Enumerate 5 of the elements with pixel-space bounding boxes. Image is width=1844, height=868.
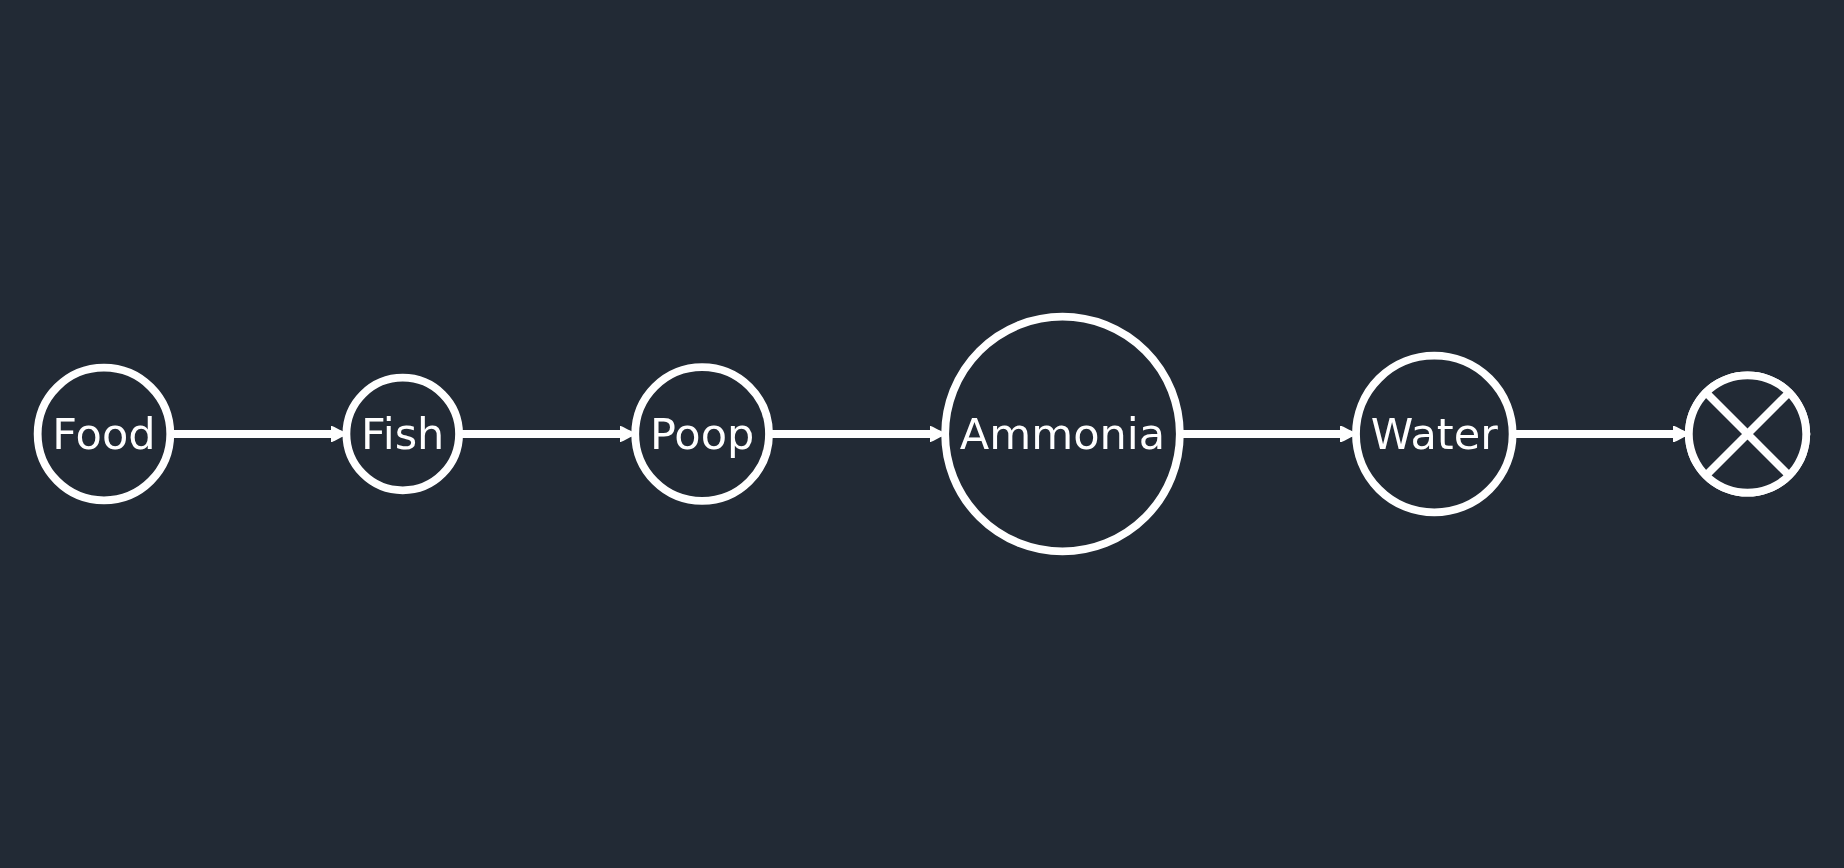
node-circle: Poop: [631, 363, 773, 505]
node-circle: Fish: [342, 373, 463, 495]
node-circle: Food: [33, 363, 175, 505]
node-circle: Ammonia: [941, 312, 1184, 556]
node-circle: Water: [1352, 351, 1517, 517]
